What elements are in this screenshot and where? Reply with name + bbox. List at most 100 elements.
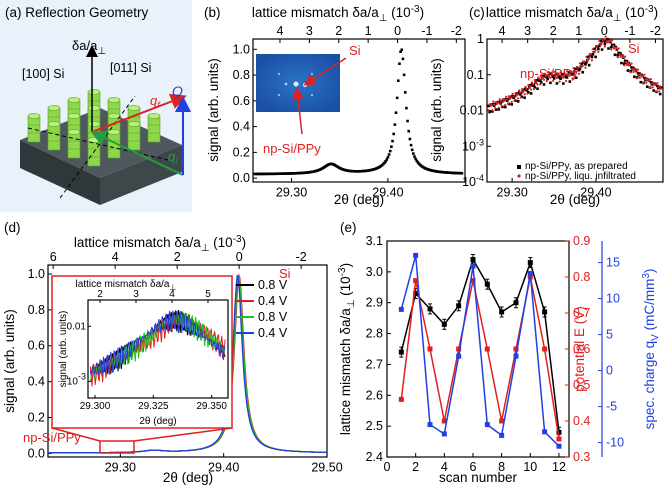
top-tick-label: -2 bbox=[296, 250, 307, 264]
inset-series-line bbox=[89, 310, 226, 376]
data-point-as-prepared bbox=[505, 99, 509, 103]
data-point-as-prepared bbox=[520, 95, 524, 99]
data-point-infiltrated bbox=[600, 43, 603, 46]
np-arrow-b bbox=[292, 87, 304, 135]
data-point-infiltrated bbox=[551, 73, 554, 76]
data-point-as-prepared bbox=[541, 74, 545, 78]
diffraction-spot bbox=[311, 94, 313, 96]
top-tick-label: -1 bbox=[624, 24, 635, 38]
y-tick-label-left: 3.0 bbox=[366, 265, 383, 279]
y-tick-label: 1.0 bbox=[233, 42, 250, 56]
data-point-infiltrated bbox=[646, 77, 649, 81]
data-point-as-prepared bbox=[632, 66, 635, 70]
data-point-as-prepared bbox=[580, 62, 584, 65]
y-tick-label: 0.8 bbox=[233, 68, 250, 82]
data-point bbox=[410, 148, 414, 152]
data-point bbox=[402, 73, 406, 77]
data-point-as-prepared bbox=[493, 102, 497, 106]
np-label-b: np-Si/PPy bbox=[263, 141, 321, 156]
data-point-infiltrated bbox=[571, 77, 574, 80]
data-point-as-prepared bbox=[501, 105, 504, 109]
data-point-infiltrated bbox=[494, 107, 497, 110]
data-point bbox=[403, 91, 407, 94]
data-point-as-prepared bbox=[545, 75, 549, 79]
si-label-b: Si bbox=[349, 43, 361, 58]
x-tick-label: 29.50 bbox=[311, 461, 342, 475]
x-tick-label: 10 bbox=[523, 460, 537, 474]
top-tick-label: 1 bbox=[575, 24, 582, 38]
data-point bbox=[407, 129, 411, 133]
data-point-infiltrated bbox=[578, 62, 582, 65]
qi-label: qi bbox=[168, 149, 178, 166]
data-point-as-prepared bbox=[633, 75, 636, 79]
data-point-infiltrated bbox=[631, 67, 634, 70]
y-tick-label: 1.0 bbox=[28, 267, 45, 281]
data-point-infiltrated bbox=[600, 41, 604, 44]
data-point bbox=[405, 106, 408, 110]
data-point-as-prepared bbox=[617, 51, 620, 55]
panel-d-frame bbox=[47, 264, 328, 458]
data-point-infiltrated bbox=[629, 71, 632, 74]
y-tick-label: 0.0 bbox=[28, 446, 45, 460]
data-point-left bbox=[499, 309, 505, 315]
top-tick-label: -1 bbox=[421, 24, 432, 38]
data-point-as-prepared bbox=[552, 77, 556, 80]
data-point-as-prepared bbox=[503, 105, 507, 109]
data-point-middle bbox=[456, 346, 462, 352]
data-point-infiltrated bbox=[524, 85, 527, 88]
data-point-infiltrated bbox=[611, 39, 614, 42]
data-point-as-prepared bbox=[565, 76, 569, 79]
data-point-infiltrated bbox=[597, 50, 600, 54]
data-point-infiltrated bbox=[510, 100, 513, 104]
data-point bbox=[460, 171, 464, 175]
panel-e-frame bbox=[386, 240, 570, 458]
data-point bbox=[387, 153, 391, 156]
data-point-infiltrated bbox=[488, 103, 491, 106]
data-point-as-prepared bbox=[649, 81, 653, 84]
panel-e-left-ylabel: lattice mismatch δa/a⊥ (10-3) bbox=[337, 263, 357, 435]
data-point-as-prepared bbox=[652, 89, 655, 92]
data-point-infiltrated bbox=[602, 38, 606, 41]
data-point-infiltrated bbox=[659, 87, 663, 90]
diffraction-spot bbox=[278, 94, 280, 96]
pillar bbox=[67, 129, 81, 159]
data-point-infiltrated bbox=[506, 102, 510, 105]
dir-011-line bbox=[59, 95, 136, 199]
data-point bbox=[388, 149, 392, 153]
data-point-middle bbox=[556, 436, 562, 442]
data-point-left bbox=[470, 257, 476, 263]
diffraction-spot bbox=[284, 82, 288, 86]
top-tick-label: 6 bbox=[50, 250, 57, 264]
data-point-infiltrated bbox=[654, 83, 657, 86]
panel-e-right-ylabel: spec. charge qV (mC/mm3) bbox=[641, 269, 661, 430]
x-tick-label: 0 bbox=[384, 460, 391, 474]
data-point-as-prepared bbox=[658, 92, 662, 96]
data-point-infiltrated bbox=[609, 40, 612, 43]
qf-arrow bbox=[91, 93, 187, 133]
x-tick-label: 29.30 bbox=[497, 186, 528, 200]
data-point-infiltrated bbox=[533, 79, 536, 82]
zoom-connector-right bbox=[133, 427, 233, 442]
data-point-as-prepared bbox=[529, 92, 533, 95]
data-point-left bbox=[542, 309, 548, 315]
x-tick-label: 29.30 bbox=[105, 461, 136, 475]
data-point-infiltrated bbox=[512, 95, 515, 98]
top-tick-label: 3 bbox=[306, 24, 313, 38]
y-tick-label-right: -5 bbox=[606, 400, 617, 414]
data-point-infiltrated bbox=[655, 90, 658, 93]
data-point-infiltrated bbox=[617, 47, 620, 50]
data-point-as-prepared bbox=[581, 70, 585, 74]
legend-label-as-prepared: np-Si/PPy, as prepared bbox=[525, 161, 628, 172]
data-point-infiltrated bbox=[536, 83, 539, 86]
data-point-left bbox=[413, 290, 419, 296]
y-tick-label-right: 0 bbox=[606, 364, 613, 378]
data-point-infiltrated bbox=[494, 100, 498, 104]
pillar-body bbox=[147, 115, 161, 143]
data-point-as-prepared bbox=[645, 85, 649, 88]
data-point-as-prepared bbox=[527, 91, 530, 94]
data-point-infiltrated bbox=[525, 87, 528, 90]
data-point-as-prepared bbox=[616, 53, 620, 57]
series-line bbox=[48, 274, 327, 454]
panel-e-label: (e) bbox=[340, 220, 357, 235]
pillar-top bbox=[67, 129, 81, 135]
